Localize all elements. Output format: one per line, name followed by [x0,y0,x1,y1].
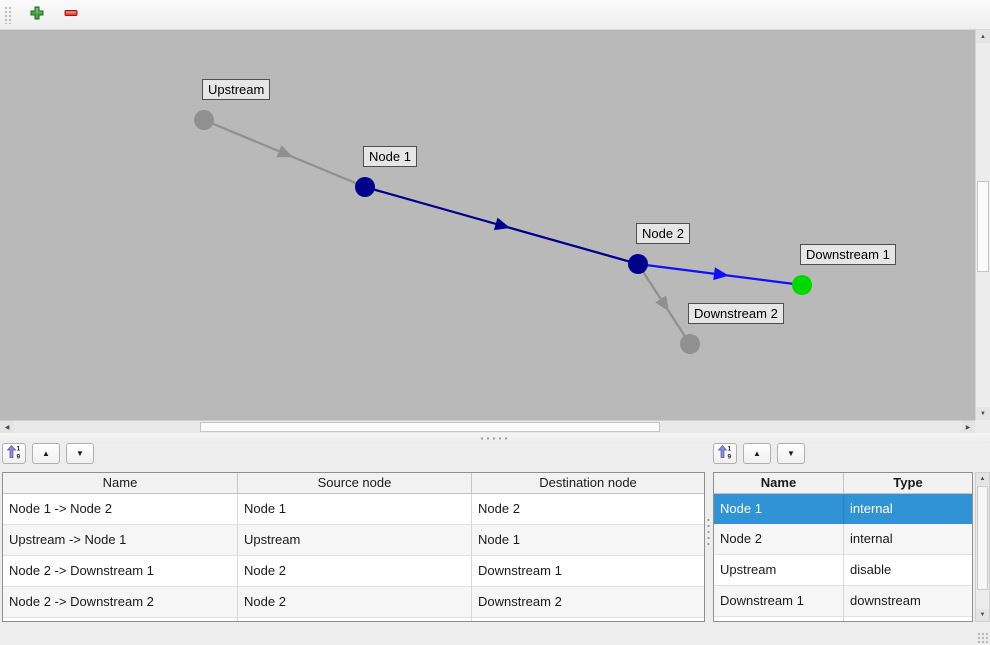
edge-arrow-icon [276,145,293,158]
up-triangle-icon: ▲ [753,449,761,458]
up-triangle-icon: ▲ [42,449,50,458]
vertical-scroll-thumb[interactable] [977,181,989,272]
move-down-button[interactable]: ▼ [66,443,94,464]
window-resize-grip[interactable] [977,632,988,643]
scroll-left-icon[interactable]: ◀ [0,421,14,433]
sort-ascending-icon: 1 9 [717,444,733,463]
remove-button[interactable] [58,3,84,27]
node-label-downstream-1[interactable]: Downstream 1 [800,244,896,265]
node-label-downstream-2[interactable]: Downstream 2 [688,303,784,324]
empty-row [3,618,704,621]
splitter-grip-icon [479,436,511,440]
move-up-button[interactable]: ▲ [32,443,60,464]
add-button[interactable] [24,3,50,27]
scrollbar-corner [975,420,990,433]
cell-name: Node 1 [714,494,844,524]
table-header-row: Name Type [714,473,972,494]
splitter-grip-icon [707,517,710,549]
move-up-button[interactable]: ▲ [743,443,771,464]
table-row-upstream[interactable]: Upstream disable [714,555,972,586]
node-label-upstream[interactable]: Upstream [202,79,271,100]
cell-source-node: Node 1 [238,494,472,524]
scroll-up-icon[interactable]: ▲ [976,473,989,485]
column-header-source-node[interactable]: Source node [238,473,472,493]
cell-name: Node 1 -> Node 2 [3,494,238,524]
node-upstream[interactable] [194,110,214,130]
canvas-vertical-scrollbar[interactable]: ▲ ▼ [975,30,990,420]
column-header-name[interactable]: Name [3,473,238,493]
svg-text:1: 1 [728,446,732,453]
cell-name: Node 2 [714,524,844,554]
sort-button[interactable]: 1 9 [2,443,26,464]
edge-arrow-icon [713,267,729,281]
svg-text:1: 1 [17,446,21,453]
toolbar-drag-handle[interactable] [4,5,12,24]
column-header-type[interactable]: Type [893,475,923,490]
cell-name: Upstream -> Node 1 [3,525,238,555]
vertical-splitter[interactable] [704,443,713,623]
minus-icon [63,5,79,24]
node-downstream-1[interactable] [792,275,812,295]
table-scroll-thumb[interactable] [977,486,988,590]
cell-type: internal [850,501,893,516]
sort-button[interactable]: 1 9 [713,443,737,464]
column-header-destination-node[interactable]: Destination node [539,475,637,490]
node-label-node-2[interactable]: Node 2 [636,223,690,244]
node-node-1[interactable] [355,177,375,197]
scroll-right-icon[interactable]: ▶ [961,421,975,433]
cell-destination-node: Node 1 [478,532,520,547]
cell-name: Node 2 -> Downstream 2 [3,587,238,617]
cell-destination-node: Downstream 2 [478,594,562,609]
table-row-node-1[interactable]: Node 1 internal [714,494,972,524]
main-toolbar [0,0,990,30]
edge-arrow-icon [493,217,511,231]
nodes-toolbar: 1 9 ▲ ▼ [713,443,990,464]
plus-icon [29,5,45,24]
table-row-node-2[interactable]: Node 2 internal [714,524,972,555]
node-label-node-1[interactable]: Node 1 [363,146,417,167]
down-triangle-icon: ▼ [787,449,795,458]
scroll-down-icon[interactable]: ▼ [976,407,990,420]
edges-toolbar: 1 9 ▲ ▼ [2,443,705,464]
scroll-up-icon[interactable]: ▲ [976,30,990,43]
cell-name: Upstream [714,555,844,585]
cell-destination-node: Downstream 1 [478,563,562,578]
down-triangle-icon: ▼ [76,449,84,458]
cell-source-node: Upstream [238,525,472,555]
svg-text:9: 9 [17,454,21,461]
scroll-down-icon[interactable]: ▼ [976,609,989,621]
cell-destination-node: Node 2 [478,501,520,516]
cell-type: disable [850,562,892,577]
column-header-name[interactable]: Name [714,473,844,493]
cell-type: downstream [850,593,921,608]
svg-text:9: 9 [728,454,732,461]
canvas-horizontal-scrollbar[interactable]: ◀ ▶ [0,420,975,433]
horizontal-splitter[interactable] [0,433,990,443]
table-row-downstream-1[interactable]: Downstream 1 downstream [714,586,972,617]
edge-arrow-icon [655,295,669,312]
empty-row [714,617,972,621]
cell-name: Downstream 1 [714,586,844,616]
cell-source-node: Node 2 [238,556,472,586]
node-downstream-2[interactable] [680,334,700,354]
horizontal-scroll-thumb[interactable] [200,422,660,432]
sort-ascending-icon: 1 9 [6,444,22,463]
nodes-table-scrollbar[interactable]: ▲ ▼ [975,472,990,622]
cell-type: internal [850,531,893,546]
move-down-button[interactable]: ▼ [777,443,805,464]
cell-source-node: Node 2 [238,587,472,617]
node-node-2[interactable] [628,254,648,274]
cell-name: Node 2 -> Downstream 1 [3,556,238,586]
